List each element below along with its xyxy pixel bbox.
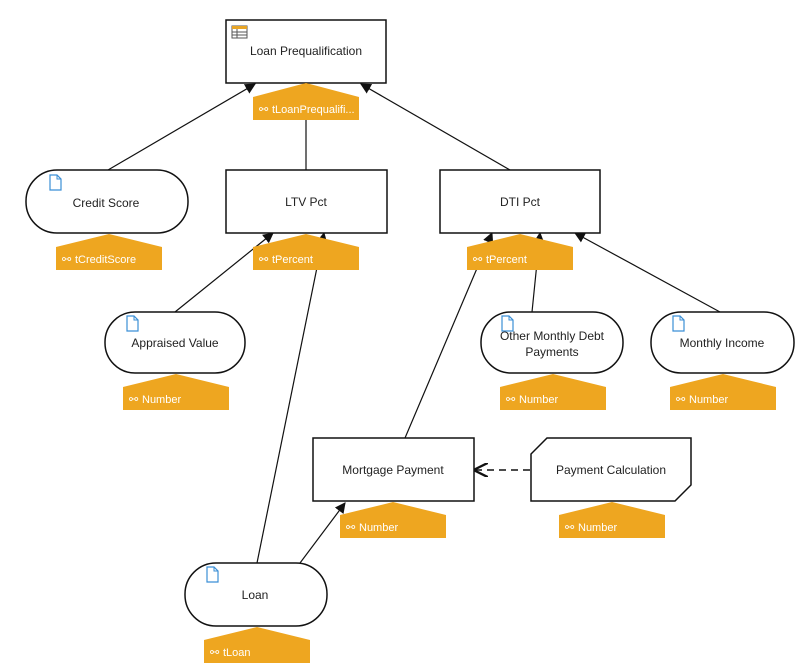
node-label: LTV Pct (285, 195, 327, 209)
node-other-monthly-debt-payments[interactable]: Other Monthly Debt Payments ⚯ Number (480, 311, 624, 410)
type-ref-tag[interactable]: ⚯ Number (500, 374, 606, 410)
type-ref-label: tCreditScore (75, 254, 136, 266)
node-label: DTI Pct (500, 195, 541, 209)
link-icon: ⚯ (129, 394, 139, 406)
table-icon (231, 25, 248, 39)
link-icon: ⚯ (346, 522, 356, 534)
type-ref-label: tLoanPrequalifi... (272, 104, 355, 116)
edges (107, 83, 721, 564)
document-icon (672, 315, 685, 332)
edge-loan-to-ltv-pct[interactable] (256, 231, 328, 564)
link-icon: ⚯ (506, 394, 516, 406)
node-monthly-income[interactable]: Monthly Income ⚯ Number (650, 311, 795, 410)
type-ref-tag[interactable]: ⚯ tLoanPrequalifi... (253, 83, 359, 120)
edge-appraised-value-to-ltv-pct[interactable] (174, 232, 274, 313)
node-label: Credit Score (73, 196, 140, 210)
edge-monthly-income-to-dti-pct[interactable] (574, 232, 721, 313)
link-icon: ⚯ (259, 254, 269, 266)
type-ref-label: tPercent (486, 254, 527, 266)
node-label: Appraised Value (131, 336, 218, 350)
node-label: Monthly Income (680, 336, 765, 350)
edge-loan-to-mortgage-payment[interactable] (299, 502, 346, 564)
type-ref-tag[interactable]: ⚯ tPercent (467, 234, 573, 270)
node-label: Payment Calculation (556, 463, 666, 477)
node-label-line-2: Payments (525, 345, 578, 359)
document-icon (501, 315, 514, 332)
node-credit-score[interactable]: Credit Score ⚯ tCreditScore (25, 169, 189, 270)
edge-dti-pct-to-loan-prequalification[interactable] (360, 83, 511, 171)
node-label: Loan (242, 588, 269, 602)
node-label: Loan Prequalification (250, 44, 362, 58)
link-icon: ⚯ (565, 522, 575, 534)
link-icon: ⚯ (259, 104, 269, 116)
type-ref-label: tLoan (223, 647, 251, 659)
type-ref-tag[interactable]: ⚯ tLoan (204, 627, 310, 663)
type-ref-tag[interactable]: ⚯ Number (340, 502, 446, 538)
type-ref-tag[interactable]: ⚯ Number (670, 374, 776, 410)
type-ref-tag[interactable]: ⚯ Number (559, 502, 665, 538)
document-icon (49, 174, 62, 191)
type-ref-label: tPercent (272, 254, 313, 266)
edge-credit-score-to-loan-prequalification[interactable] (107, 83, 256, 171)
node-payment-calculation[interactable]: Payment Calculation ⚯ Number (530, 437, 692, 538)
node-label-line-1: Other Monthly Debt (500, 329, 605, 343)
type-ref-label: Number (689, 394, 728, 406)
node-label: Mortgage Payment (342, 463, 444, 477)
link-icon: ⚯ (210, 647, 220, 659)
node-loan[interactable]: Loan ⚯ tLoan (184, 562, 328, 663)
type-ref-tag[interactable]: ⚯ Number (123, 374, 229, 410)
node-loan-prequalification[interactable]: Loan Prequalification ⚯ tLoanPrequalifi.… (225, 19, 387, 120)
type-ref-label: Number (142, 394, 181, 406)
type-ref-tag[interactable]: ⚯ tPercent (253, 234, 359, 270)
type-ref-label: Number (359, 522, 398, 534)
link-icon: ⚯ (676, 394, 686, 406)
type-ref-label: Number (578, 522, 617, 534)
node-mortgage-payment[interactable]: Mortgage Payment ⚯ Number (312, 437, 475, 538)
link-icon: ⚯ (473, 254, 483, 266)
node-ltv-pct[interactable]: LTV Pct ⚯ tPercent (225, 169, 388, 270)
type-ref-label: Number (519, 394, 558, 406)
type-ref-tag[interactable]: ⚯ tCreditScore (56, 234, 162, 270)
link-icon: ⚯ (62, 254, 72, 266)
node-appraised-value[interactable]: Appraised Value ⚯ Number (104, 311, 246, 410)
document-icon (206, 566, 219, 583)
document-icon (126, 315, 139, 332)
node-dti-pct[interactable]: DTI Pct ⚯ tPercent (439, 169, 601, 270)
